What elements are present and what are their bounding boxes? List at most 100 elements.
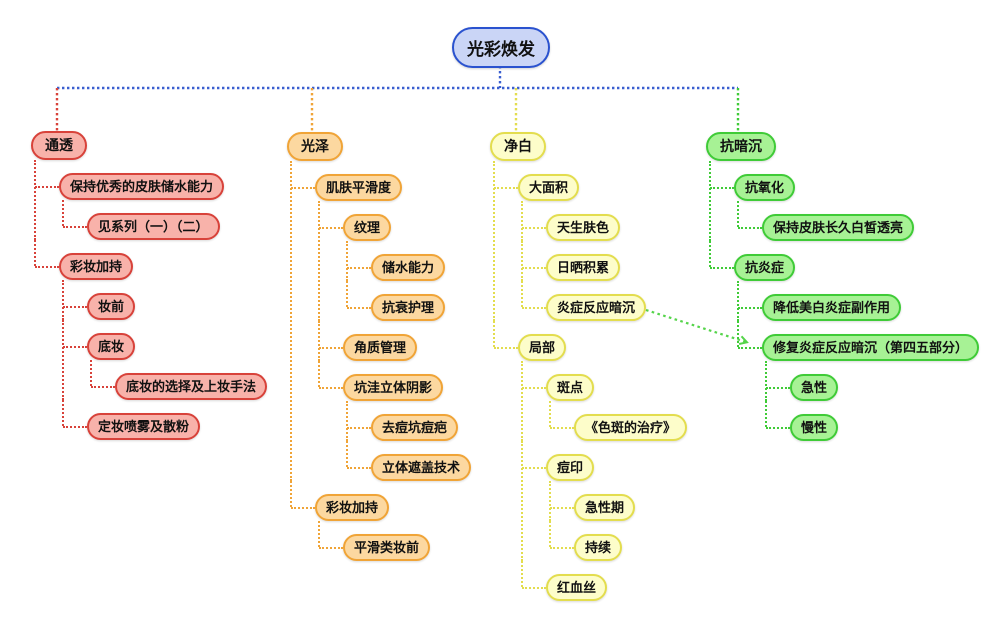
mindmap-subtree: 保持优秀的皮肤储水能力见系列（一）（二） xyxy=(59,173,267,240)
mindmap-subtree: 底妆底妆的选择及上妆手法 xyxy=(87,333,268,400)
mindmap-node[interactable]: 彩妆加持 xyxy=(59,253,134,280)
mindmap-subtree: 斑点《色斑的治疗》 xyxy=(546,374,688,441)
mindmap-row: 保持优秀的皮肤储水能力见系列（一）（二） xyxy=(34,160,267,240)
mindmap-node[interactable]: 去痘坑痘疤 xyxy=(371,414,459,441)
mindmap-node[interactable]: 立体遮盖技术 xyxy=(371,454,472,481)
mindmap-node[interactable]: 净白 xyxy=(490,132,546,161)
mindmap-node[interactable]: 肌肤平滑度 xyxy=(315,174,403,201)
mindmap-children: 储水能力抗衰护理 xyxy=(346,241,471,321)
mindmap-node[interactable]: 斑点 xyxy=(546,374,595,401)
mindmap-node[interactable]: 保持皮肤长久白皙透亮 xyxy=(762,214,915,241)
mindmap-children: 肌肤平滑度纹理储水能力抗衰护理角质管理坑洼立体阴影去痘坑痘疤立体遮盖技术彩妆加持… xyxy=(290,161,472,561)
mindmap-row: 底妆底妆的选择及上妆手法 xyxy=(62,320,268,400)
mindmap-node[interactable]: 彩妆加持 xyxy=(315,494,390,521)
mindmap-children: 斑点《色斑的治疗》痘印急性期持续红血丝 xyxy=(521,361,688,601)
mindmap-subtree: 肌肤平滑度纹理储水能力抗衰护理角质管理坑洼立体阴影去痘坑痘疤立体遮盖技术 xyxy=(315,174,472,481)
mindmap-subtree: 抗炎症降低美白炎症副作用修复炎症反应暗沉（第四五部分）急性慢性 xyxy=(734,254,980,441)
mindmap-subtree: 局部斑点《色斑的治疗》痘印急性期持续红血丝 xyxy=(518,334,688,601)
mindmap-row: 抗衰护理 xyxy=(346,281,471,321)
mindmap-subtree: 光泽肌肤平滑度纹理储水能力抗衰护理角质管理坑洼立体阴影去痘坑痘疤立体遮盖技术彩妆… xyxy=(287,132,472,561)
mindmap-row: 大面积天生肤色日晒积累炎症反应暗沉 xyxy=(493,161,687,321)
mindmap-row: 慢性 xyxy=(765,401,979,441)
mindmap-node[interactable]: 大面积 xyxy=(518,174,580,201)
mindmap-node[interactable]: 坑洼立体阴影 xyxy=(343,374,444,401)
mindmap-node[interactable]: 平滑类妆前 xyxy=(343,534,431,561)
mindmap-node[interactable]: 抗氧化 xyxy=(734,174,796,201)
mindmap-children: 平滑类妆前 xyxy=(318,521,471,561)
mindmap-node[interactable]: 局部 xyxy=(518,334,567,361)
mindmap-node[interactable]: 修复炎症反应暗沉（第四五部分） xyxy=(762,334,980,361)
mindmap-node[interactable]: 降低美白炎症副作用 xyxy=(762,294,902,321)
mindmap-node[interactable]: 定妆喷雾及散粉 xyxy=(87,413,201,440)
mindmap-row: 持续 xyxy=(549,521,687,561)
mindmap-subtree: 《色斑的治疗》 xyxy=(574,414,688,441)
mindmap-node[interactable]: 底妆 xyxy=(87,333,136,360)
mindmap-row: 彩妆加持妆前底妆底妆的选择及上妆手法定妆喷雾及散粉 xyxy=(34,240,268,440)
mindmap-row: 妆前 xyxy=(62,280,267,320)
mindmap-node[interactable]: 保持优秀的皮肤储水能力 xyxy=(59,173,225,200)
mindmap-node[interactable]: 天生肤色 xyxy=(546,214,621,241)
mindmap-row: 肌肤平滑度纹理储水能力抗衰护理角质管理坑洼立体阴影去痘坑痘疤立体遮盖技术 xyxy=(290,161,472,481)
mindmap-node[interactable]: 持续 xyxy=(574,534,623,561)
mindmap-row: 储水能力 xyxy=(346,241,471,281)
mindmap-node[interactable]: 炎症反应暗沉 xyxy=(546,294,647,321)
mindmap-node[interactable]: 抗衰护理 xyxy=(371,294,446,321)
branch-tongtou: 通透保持优秀的皮肤储水能力见系列（一）（二） 彩妆加持妆前底妆底妆的选择及上妆手法… xyxy=(31,131,268,440)
mindmap-row: 局部斑点《色斑的治疗》痘印急性期持续红血丝 xyxy=(493,321,688,601)
mindmap-node[interactable]: 痘印 xyxy=(546,454,595,481)
mindmap-children: 纹理储水能力抗衰护理角质管理坑洼立体阴影去痘坑痘疤立体遮盖技术 xyxy=(318,201,472,481)
mindmap-children: 急性期持续 xyxy=(549,481,687,561)
mindmap-node[interactable]: 光泽 xyxy=(287,132,343,161)
mindmap-row: 定妆喷雾及散粉 xyxy=(62,400,267,440)
mindmap-row: 急性期 xyxy=(549,481,687,521)
mindmap-node[interactable]: 角质管理 xyxy=(343,334,418,361)
mindmap-node[interactable]: 妆前 xyxy=(87,293,136,320)
mindmap-node[interactable]: 日晒积累 xyxy=(546,254,621,281)
mindmap-subtree: 去痘坑痘疤 xyxy=(371,414,471,441)
mindmap-node[interactable]: 《色斑的治疗》 xyxy=(574,414,688,441)
mindmap-subtree: 彩妆加持妆前底妆底妆的选择及上妆手法定妆喷雾及散粉 xyxy=(59,253,268,440)
mindmap-node[interactable]: 储水能力 xyxy=(371,254,446,281)
mindmap-root-node[interactable]: 光彩焕发 xyxy=(452,27,550,68)
mindmap-subtree: 降低美白炎症副作用 xyxy=(762,294,979,321)
mindmap-row: 痘印急性期持续 xyxy=(521,441,687,561)
mindmap-node[interactable]: 底妆的选择及上妆手法 xyxy=(115,373,268,400)
mindmap-node[interactable]: 见系列（一）（二） xyxy=(87,213,220,240)
mindmap-subtree: 保持皮肤长久白皙透亮 xyxy=(762,214,979,241)
mindmap-node[interactable]: 急性期 xyxy=(574,494,636,521)
mindmap-row: 坑洼立体阴影去痘坑痘疤立体遮盖技术 xyxy=(318,361,472,481)
mindmap-subtree: 角质管理 xyxy=(343,334,471,361)
mindmap-subtree: 红血丝 xyxy=(546,574,687,601)
mindmap-node[interactable]: 纹理 xyxy=(343,214,392,241)
mindmap-subtree: 急性期 xyxy=(574,494,687,521)
mindmap-subtree: 彩妆加持平滑类妆前 xyxy=(315,494,471,561)
mindmap-node[interactable]: 通透 xyxy=(31,131,87,160)
mindmap-node[interactable]: 急性 xyxy=(790,374,839,401)
mindmap-row: 抗氧化保持皮肤长久白皙透亮 xyxy=(709,161,979,241)
mindmap-subtree: 平滑类妆前 xyxy=(343,534,471,561)
mindmap-children: 底妆的选择及上妆手法 xyxy=(90,360,268,400)
mindmap-subtree: 储水能力 xyxy=(371,254,471,281)
mindmap-row: 角质管理 xyxy=(318,321,471,361)
mindmap-subtree: 见系列（一）（二） xyxy=(87,213,267,240)
mindmap-subtree: 立体遮盖技术 xyxy=(371,454,472,481)
mindmap-subtree: 纹理储水能力抗衰护理 xyxy=(343,214,471,321)
mindmap-node[interactable]: 慢性 xyxy=(790,414,839,441)
mindmap-row: 底妆的选择及上妆手法 xyxy=(90,360,268,400)
mindmap-children: 急性慢性 xyxy=(765,361,979,441)
mindmap-row: 抗炎症降低美白炎症副作用修复炎症反应暗沉（第四五部分）急性慢性 xyxy=(709,241,980,441)
mindmap-row: 急性 xyxy=(765,361,979,401)
mindmap-row: 《色斑的治疗》 xyxy=(549,401,688,441)
mindmap-node[interactable]: 抗炎症 xyxy=(734,254,796,281)
mindmap-row: 日晒积累 xyxy=(521,241,687,281)
mindmap-subtree: 痘印急性期持续 xyxy=(546,454,687,561)
branch-kanganchen: 抗暗沉抗氧化保持皮肤长久白皙透亮抗炎症降低美白炎症副作用修复炎症反应暗沉（第四五… xyxy=(706,132,980,441)
mindmap-children: 抗氧化保持皮肤长久白皙透亮抗炎症降低美白炎症副作用修复炎症反应暗沉（第四五部分）… xyxy=(709,161,980,441)
mindmap-row: 彩妆加持平滑类妆前 xyxy=(290,481,471,561)
mindmap-node[interactable]: 抗暗沉 xyxy=(706,132,776,161)
mindmap-children: 天生肤色日晒积累炎症反应暗沉 xyxy=(521,201,687,321)
mindmap-subtree: 炎症反应暗沉 xyxy=(546,294,687,321)
mindmap-row: 斑点《色斑的治疗》 xyxy=(521,361,688,441)
mindmap-node[interactable]: 红血丝 xyxy=(546,574,608,601)
